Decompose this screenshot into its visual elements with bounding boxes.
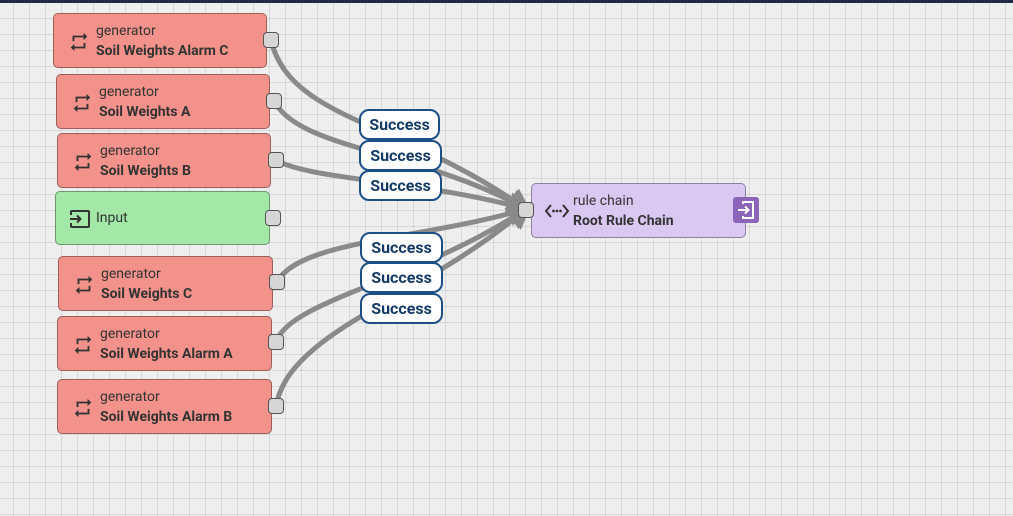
node-soil-weights-alarm-b[interactable]: generator Soil Weights Alarm B [57, 379, 272, 434]
link-alarm-c[interactable] [268, 39, 533, 214]
node-type-label: generator [96, 23, 156, 39]
node-type-label: generator [99, 84, 159, 100]
repeat-icon [74, 152, 92, 172]
node-input[interactable]: Input [55, 191, 270, 245]
node-soil-weights-alarm-a[interactable]: generator Soil Weights Alarm A [57, 316, 272, 371]
exit-to-app-icon [738, 201, 754, 219]
node-name: Soil Weights A [99, 104, 191, 120]
node-soil-weights-b[interactable]: generator Soil Weights B [57, 133, 271, 188]
link-label-weights-c[interactable]: Success [360, 232, 443, 263]
top-bar [0, 0, 1013, 3]
node-type-label: rule chain [573, 193, 634, 209]
node-name: Input [96, 210, 128, 226]
link-label-weights-b[interactable]: Success [359, 170, 442, 201]
input-port-root-rule-chain[interactable] [518, 202, 534, 218]
output-port-weights-a[interactable] [266, 93, 282, 109]
node-soil-weights-c[interactable]: generator Soil Weights C [58, 256, 273, 311]
node-type-label: generator [100, 389, 160, 405]
output-port-weights-b[interactable] [268, 152, 284, 168]
output-port-alarm-a[interactable] [268, 334, 284, 350]
repeat-icon [74, 398, 92, 418]
node-soil-weights-alarm-c[interactable]: generator Soil Weights Alarm C [53, 13, 267, 68]
input-login-icon [70, 210, 90, 228]
output-port-weights-c[interactable] [269, 274, 285, 290]
output-port-alarm-b[interactable] [268, 398, 284, 414]
node-soil-weights-a[interactable]: generator Soil Weights A [56, 74, 270, 129]
node-root-rule-chain[interactable]: rule chain Root Rule Chain [531, 183, 746, 238]
open-rule-chain-button[interactable] [733, 197, 759, 223]
node-type-label: generator [100, 143, 160, 159]
node-name: Soil Weights Alarm C [96, 43, 229, 59]
node-name: Soil Weights C [101, 286, 193, 302]
node-name: Soil Weights Alarm B [100, 409, 233, 425]
code-braces-icon [544, 204, 570, 218]
link-label-alarm-c[interactable]: Success [359, 109, 440, 140]
link-label-alarm-b[interactable]: Success [360, 293, 443, 324]
link-label-alarm-a[interactable]: Success [360, 262, 443, 293]
output-port-input[interactable] [265, 210, 281, 226]
repeat-icon [70, 32, 88, 52]
repeat-icon [75, 275, 93, 295]
node-name: Soil Weights B [100, 163, 191, 179]
repeat-icon [74, 335, 92, 355]
node-type-label: generator [100, 326, 160, 342]
node-type-label: generator [101, 266, 161, 282]
node-name: Root Rule Chain [573, 213, 674, 229]
link-label-weights-a[interactable]: Success [359, 140, 442, 171]
output-port-alarm-c[interactable] [263, 32, 279, 48]
repeat-icon [73, 93, 91, 113]
node-name: Soil Weights Alarm A [100, 346, 233, 362]
